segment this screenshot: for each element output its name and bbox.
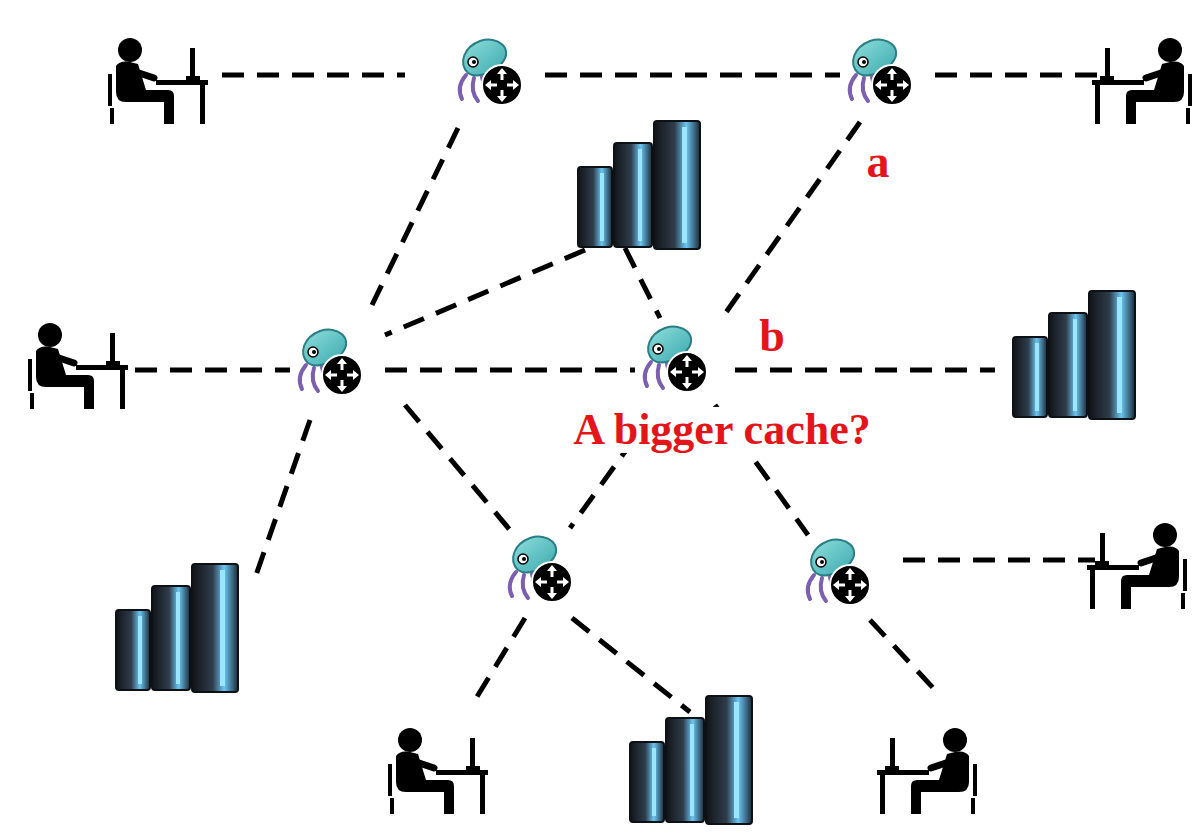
node-letter: b bbox=[756, 312, 788, 360]
cache-router-icon bbox=[850, 40, 912, 105]
link bbox=[572, 618, 690, 712]
link bbox=[385, 368, 635, 373]
user-icon bbox=[390, 728, 488, 814]
link bbox=[870, 620, 935, 690]
user-icon bbox=[30, 323, 128, 409]
link bbox=[903, 558, 1095, 563]
server-icon bbox=[1013, 291, 1135, 419]
cache-router-icon bbox=[510, 537, 572, 602]
server-icon bbox=[578, 121, 700, 249]
user-icon bbox=[110, 38, 208, 124]
cache-router-icon bbox=[300, 330, 362, 395]
network-links bbox=[135, 75, 1105, 712]
user-icon bbox=[1087, 523, 1185, 609]
link bbox=[735, 368, 995, 373]
node-letter: a bbox=[864, 138, 893, 186]
link bbox=[372, 128, 458, 305]
user-icon bbox=[1092, 38, 1190, 124]
link bbox=[405, 405, 510, 530]
server-icon bbox=[116, 564, 238, 692]
user-icon bbox=[877, 728, 975, 814]
link bbox=[135, 368, 290, 373]
link bbox=[255, 420, 310, 578]
link bbox=[472, 618, 525, 705]
cache-router-icon bbox=[645, 327, 707, 392]
server-icon bbox=[630, 696, 752, 824]
annotation: A bigger cache? bbox=[570, 407, 873, 453]
cache-router-icon bbox=[808, 540, 870, 605]
link bbox=[625, 248, 660, 318]
cache-router-icon bbox=[460, 40, 522, 105]
link bbox=[222, 73, 405, 78]
link bbox=[722, 122, 860, 318]
link bbox=[935, 73, 1105, 78]
link bbox=[545, 73, 840, 78]
link bbox=[385, 250, 585, 335]
